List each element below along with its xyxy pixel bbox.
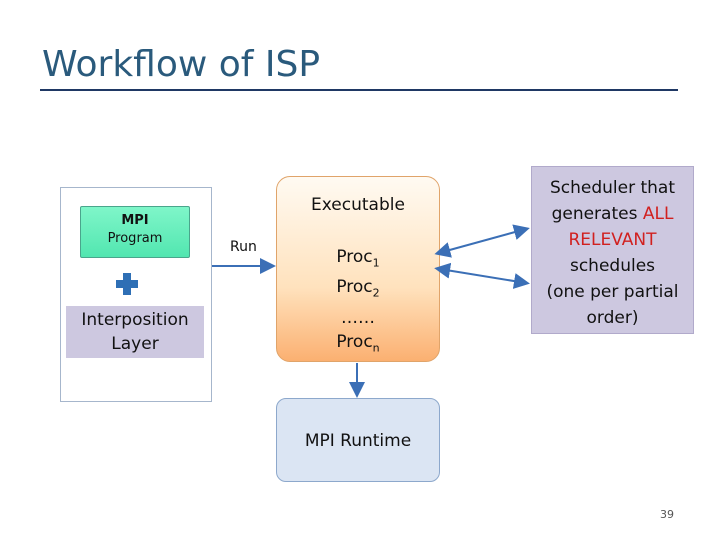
plus-icon bbox=[116, 273, 138, 295]
slide-title: Workflow of ISP bbox=[42, 44, 321, 85]
sched-arrow-upper bbox=[434, 224, 530, 258]
interposition-layer-box: Interposition Layer bbox=[66, 306, 204, 358]
mpi-program-box: MPI Program bbox=[80, 206, 190, 258]
process-list: Proc1 Proc2 …… Procn bbox=[277, 245, 439, 360]
scheduler-line5: (one per partial bbox=[546, 282, 679, 302]
run-label: Run bbox=[230, 239, 257, 255]
proc-2-label: Proc2 bbox=[336, 277, 380, 300]
mpi-runtime-label: MPI Runtime bbox=[304, 431, 412, 451]
proc-ellipsis: …… bbox=[341, 307, 375, 328]
proc-1-label: Proc1 bbox=[336, 247, 380, 270]
mpi-program-label-line1: MPI bbox=[121, 213, 149, 228]
sched-arrow-lower bbox=[434, 262, 530, 289]
executable-title: Executable bbox=[311, 195, 405, 215]
scheduler-line2: generates ALL bbox=[551, 204, 674, 224]
scheduler-all-highlight: ALL bbox=[642, 204, 674, 224]
proc-n-label: Procn bbox=[336, 331, 380, 355]
mpi-program-label-line2: Program bbox=[107, 231, 163, 246]
scheduler-line6: order) bbox=[586, 308, 639, 328]
interposition-label-line2: Layer bbox=[111, 334, 159, 354]
title-underline bbox=[40, 89, 678, 91]
page-number: 39 bbox=[660, 508, 674, 521]
scheduler-line1: Scheduler that bbox=[549, 178, 676, 198]
scheduler-box: Scheduler that generates ALL RELEVANT sc… bbox=[531, 166, 694, 334]
scheduler-line4: schedules bbox=[569, 256, 656, 276]
interposition-label-line1: Interposition bbox=[81, 310, 189, 330]
mpi-runtime-box: MPI Runtime bbox=[276, 398, 440, 482]
executable-box: Executable Proc1 Proc2 …… Procn bbox=[276, 176, 440, 362]
scheduler-relevant-highlight: RELEVANT bbox=[568, 230, 657, 250]
